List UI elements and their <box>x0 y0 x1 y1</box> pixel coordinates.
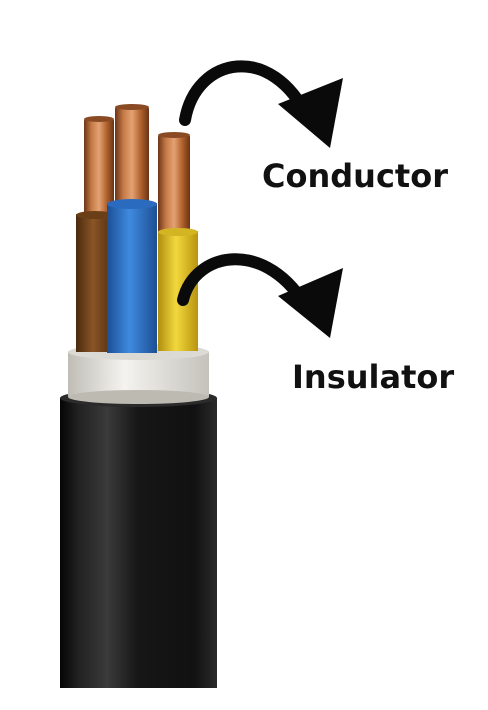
yellow-core <box>158 132 198 351</box>
insulator-label: Insulator <box>292 358 455 396</box>
blue-core <box>107 104 157 353</box>
outer-sheath <box>60 389 217 688</box>
curved-arrow-icon <box>177 253 343 338</box>
conductor-label: Conductor <box>262 157 448 195</box>
inner-sheath <box>68 344 209 404</box>
curved-arrow-icon <box>179 60 343 148</box>
